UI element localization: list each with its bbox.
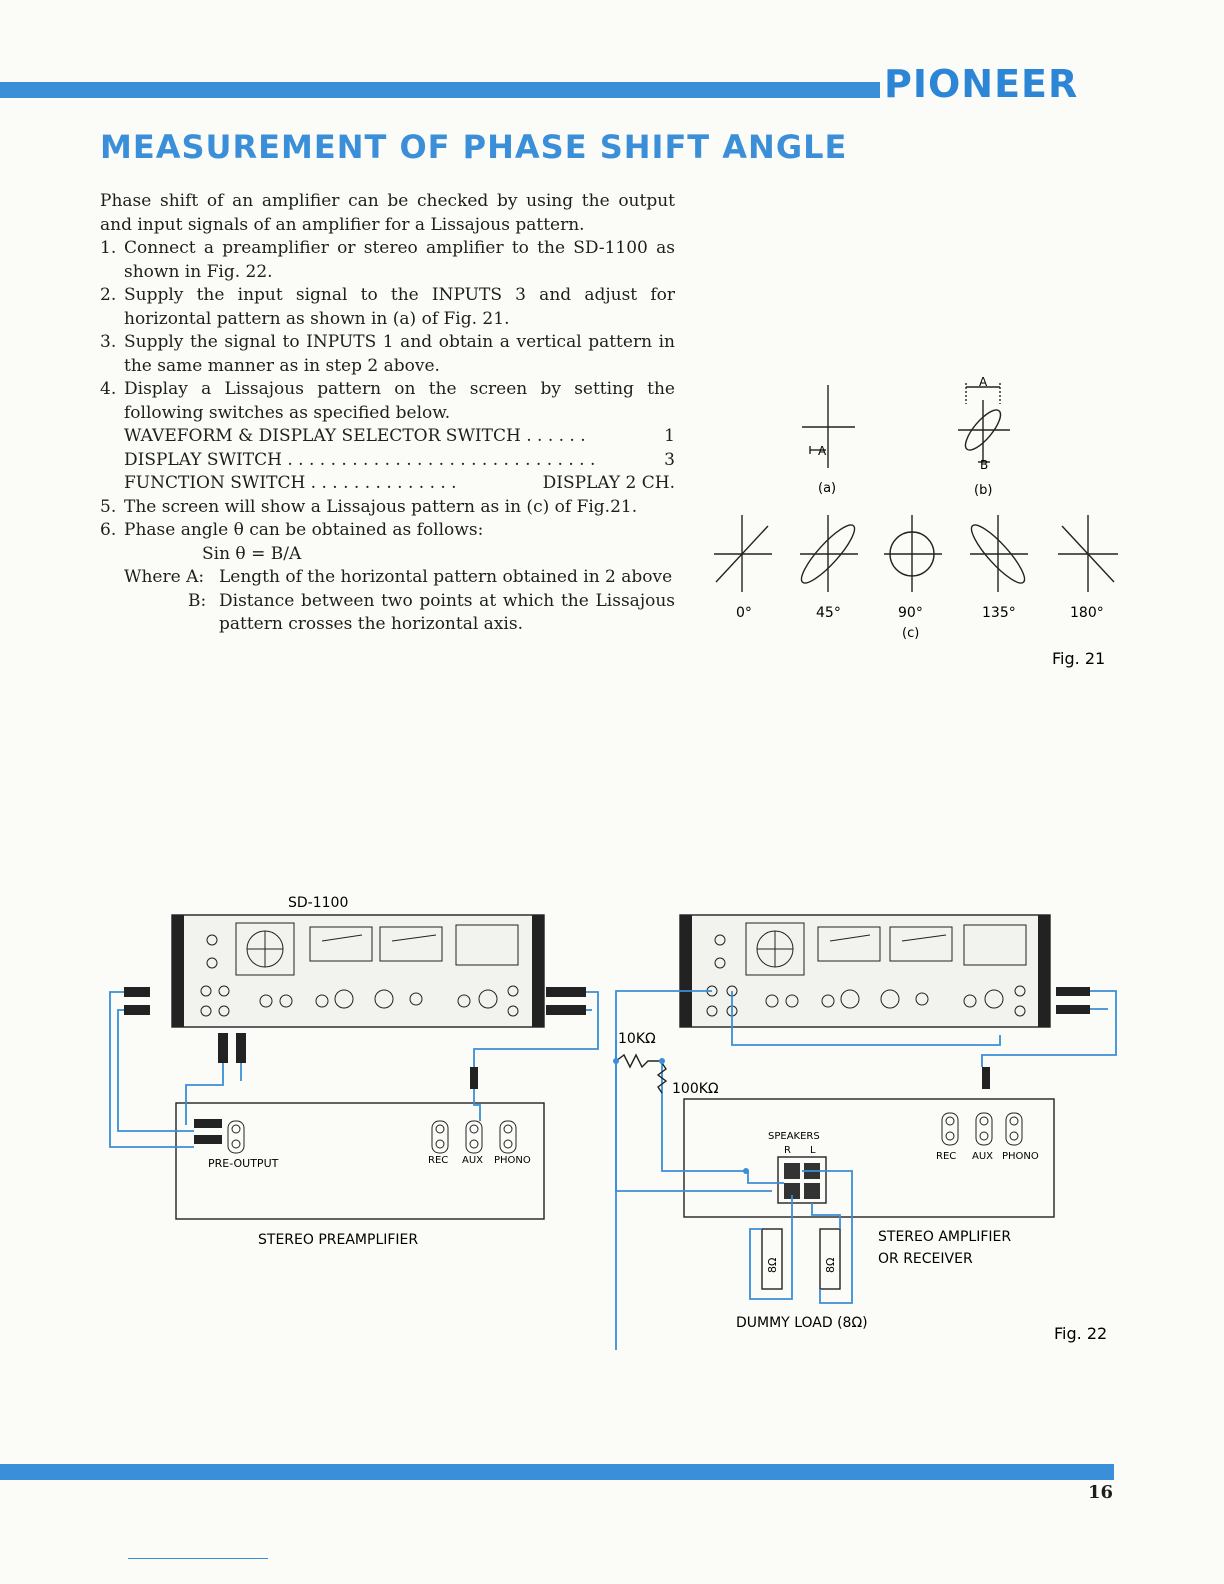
dummy-load-ohm: 8Ω xyxy=(824,1258,837,1273)
phono-label-preamp: PHONO xyxy=(494,1155,531,1166)
angle-label: 180° xyxy=(1070,605,1104,621)
where-b: B: Distance between two points at which … xyxy=(100,590,675,637)
fig21-caption: Fig. 21 xyxy=(1052,649,1105,668)
preamplifier-box xyxy=(175,1102,545,1220)
dummy-load-ohm: 8Ω xyxy=(766,1258,779,1273)
switch-value: 3 xyxy=(664,449,675,470)
switch-row: DISPLAY SWITCH . . . . . . . . . . . . .… xyxy=(100,449,675,473)
fig21c-0-trace xyxy=(715,525,769,583)
page-title: MEASUREMENT OF PHASE SHIFT ANGLE xyxy=(100,128,848,166)
aux-label-preamp: AUX xyxy=(462,1155,483,1166)
amp-jacks xyxy=(941,1112,1023,1146)
angle-label: 45° xyxy=(816,605,841,621)
angle-label: 0° xyxy=(736,605,752,621)
signal-wires xyxy=(109,990,1117,1350)
step-number: 2. xyxy=(100,285,117,305)
pre-output-label: PRE-OUTPUT xyxy=(208,1157,279,1170)
step-text: Phase angle θ can be obtained as follows… xyxy=(124,520,484,540)
brand-logo: PIONEER xyxy=(884,62,1079,106)
switch-name: DISPLAY SWITCH . . . . . . . . . . . . .… xyxy=(124,449,596,470)
step-number: 5. xyxy=(100,496,117,517)
step-text: Supply the signal to INPUTS 1 and obtain… xyxy=(124,332,675,376)
footer-rule xyxy=(128,1558,268,1559)
intro-paragraph: Phase shift of an amplifier can be check… xyxy=(100,191,675,235)
resistor-10k-label: 10KΩ xyxy=(618,1031,656,1047)
aux-label-amp: AUX xyxy=(972,1151,993,1162)
resistor-100k-label: 100KΩ xyxy=(672,1081,719,1097)
switch-name: WAVEFORM & DISPLAY SELECTOR SWITCH . . .… xyxy=(124,426,586,446)
fig21c-label: (c) xyxy=(902,626,919,641)
page-number: 16 xyxy=(1088,1482,1114,1503)
fig21c-135-ellipse xyxy=(970,524,1026,584)
formula: Sin θ = B/A xyxy=(202,543,302,564)
receiver-label: OR RECEIVER xyxy=(878,1251,973,1267)
sd1100-right xyxy=(679,914,1051,1028)
step-number: 3. xyxy=(100,332,117,352)
fig22-caption: Fig. 22 xyxy=(1054,1324,1107,1343)
rec-label-preamp: REC xyxy=(428,1155,448,1166)
stereo-amplifier-box xyxy=(683,1098,1055,1218)
where-b-text: Distance between two points at which the… xyxy=(219,590,675,635)
phono-label-amp: PHONO xyxy=(1002,1151,1039,1162)
sd1100-label: SD-1100 xyxy=(288,895,348,911)
sd1100-left xyxy=(171,914,545,1028)
fig21c-180-trace xyxy=(1061,525,1115,583)
instructions-text: Phase shift of an amplifier can be check… xyxy=(100,190,675,637)
angle-label: 90° xyxy=(898,605,923,621)
where-a-text: Length of the horizontal pattern obtaine… xyxy=(219,567,673,587)
angle-label: 135° xyxy=(982,605,1016,621)
step-5: 5. The screen will show a Lissajous patte… xyxy=(100,496,675,520)
step-number: 1. xyxy=(100,238,117,258)
switch-value: DISPLAY 2 CH. xyxy=(542,473,675,493)
step-text: Supply the input signal to the INPUTS 3 … xyxy=(124,285,675,329)
step-3: 3. Supply the signal to INPUTS 1 and obta… xyxy=(100,331,675,378)
fig21a-label: (a) xyxy=(818,481,836,496)
fig21b-label: (b) xyxy=(974,483,992,498)
dummy-load-label: DUMMY LOAD (8Ω) xyxy=(736,1315,868,1331)
step-text: Connect a preamplifier or stereo amplifi… xyxy=(124,238,675,282)
preamp-jacks xyxy=(227,1120,517,1154)
fig21b-dim-b-label: B xyxy=(980,458,988,472)
fig22-connection-diagram: SD-1100 PRE-OUTPUT REC AUX PHONO STEREO … xyxy=(109,895,1117,1350)
speaker-terminals xyxy=(777,1156,827,1204)
step-6: 6. Phase angle θ can be obtained as follo… xyxy=(100,519,675,543)
step-4: 4. Display a Lissajous pattern on the scr… xyxy=(100,378,675,425)
switch-name: FUNCTION SWITCH . . . . . . . . . . . . … xyxy=(124,473,457,493)
speaker-r-label: R xyxy=(784,1145,791,1156)
footer-band xyxy=(0,1464,1114,1480)
fig21b-dim-a-text: A xyxy=(979,375,988,389)
fig21c-90-circle xyxy=(889,531,935,577)
stereo-preamplifier-label: STEREO PREAMPLIFIER xyxy=(258,1232,418,1248)
switch-row: WAVEFORM & DISPLAY SELECTOR SWITCH . . .… xyxy=(100,425,675,449)
rec-label-amp: REC xyxy=(936,1151,956,1162)
speaker-l-label: L xyxy=(810,1145,816,1156)
header-band xyxy=(0,82,880,98)
stereo-amplifier-label: STEREO AMPLIFIER xyxy=(878,1229,1011,1245)
switch-row: FUNCTION SWITCH . . . . . . . . . . . . … xyxy=(100,472,675,496)
switch-value: 1 xyxy=(664,426,675,446)
fig21-lissajous-figure: A A B (a) (b) 0° 45° 90° 135° 180° (c) F… xyxy=(714,375,1118,668)
step-number: 4. xyxy=(100,379,117,399)
fig21b-ellipse xyxy=(964,409,1002,451)
step-number: 6. xyxy=(100,520,117,540)
dummy-loads xyxy=(761,1228,841,1290)
step-text: Display a Lissajous pattern on the scree… xyxy=(124,379,675,423)
speakers-label: SPEAKERS xyxy=(768,1131,820,1142)
fig21c-45-ellipse xyxy=(800,524,856,584)
step-1: 1. Connect a preamplifier or stereo ampli… xyxy=(100,237,675,284)
step-2: 2. Supply the input signal to the INPUTS … xyxy=(100,284,675,331)
resistors xyxy=(615,1053,668,1094)
where-a-label: Where A: xyxy=(124,567,205,587)
where-b-label: B: xyxy=(188,590,207,611)
fig21a-dim-label: A xyxy=(818,444,827,458)
where-a: Where A: Length of the horizontal patter… xyxy=(100,566,675,590)
step-text: The screen will show a Lissajous pattern… xyxy=(124,496,638,517)
plug-connectors xyxy=(124,987,1090,1144)
